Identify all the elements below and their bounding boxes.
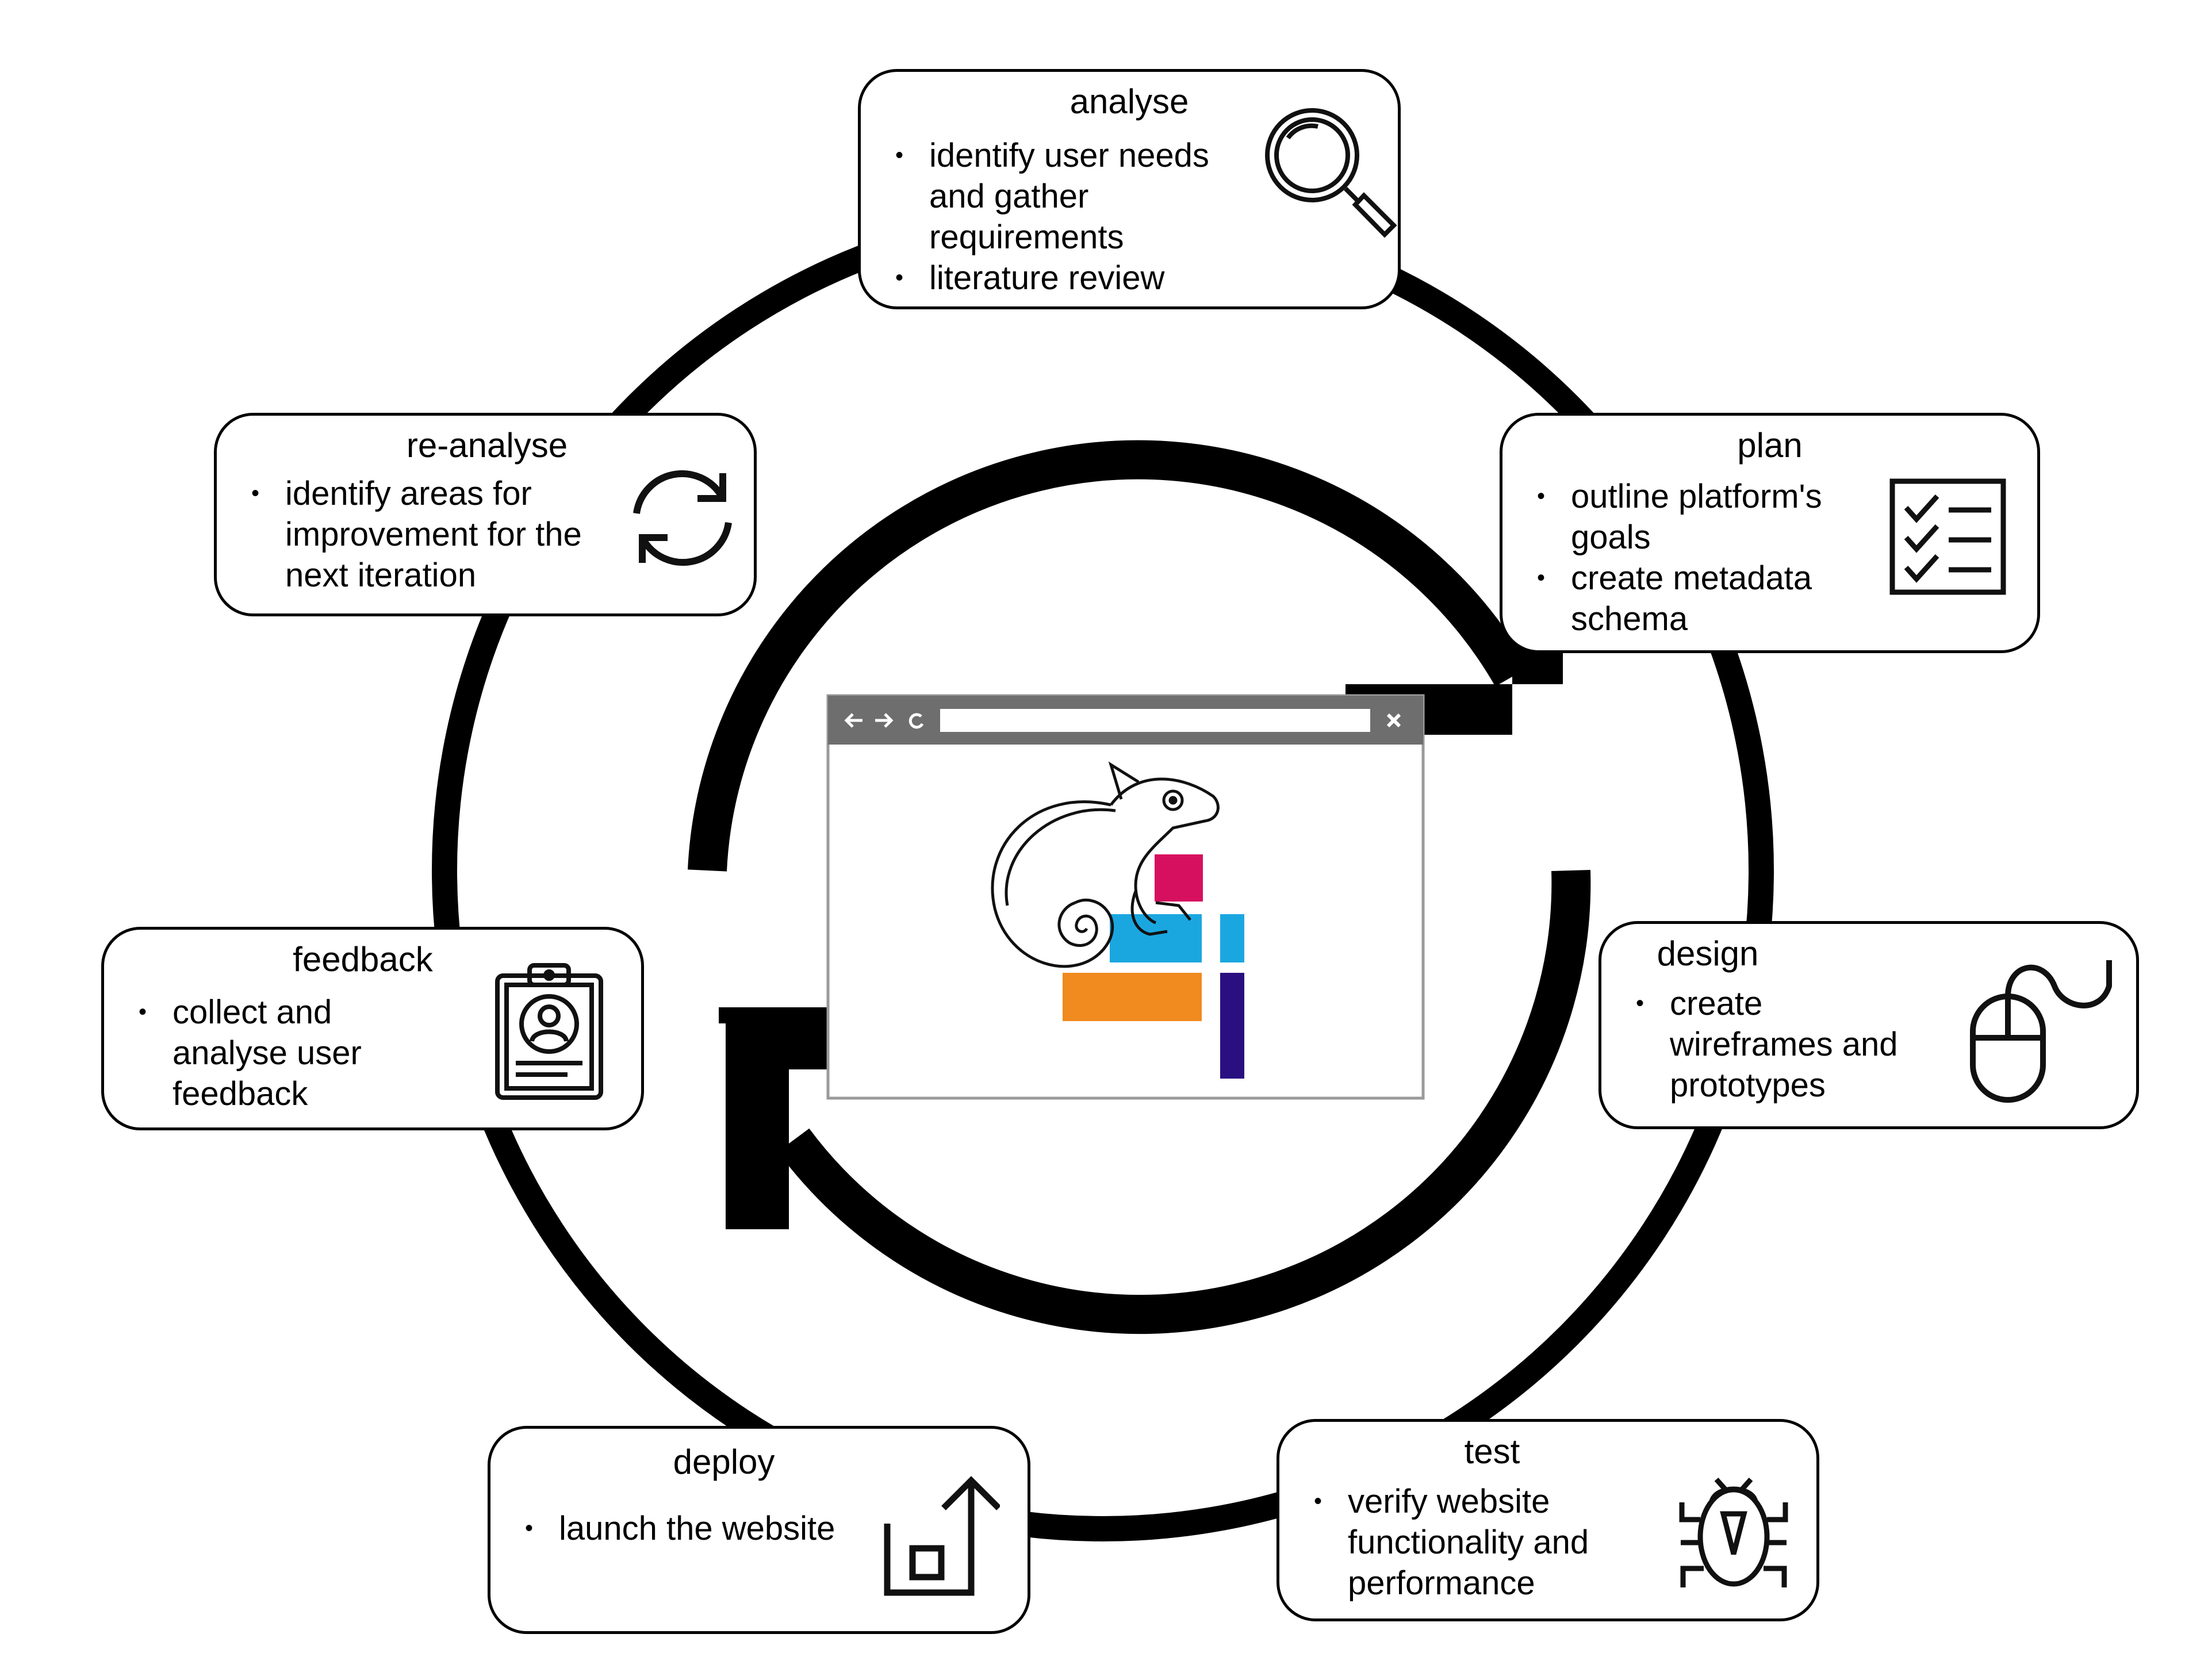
stage-items: collect and analyse user feedback	[133, 992, 432, 1114]
stage-card-design: design create wireframes and prototypes	[1598, 921, 2139, 1129]
upload-box-icon	[879, 1469, 1000, 1601]
stage-title: design	[1657, 934, 1759, 973]
stage-title: re-analyse	[406, 426, 568, 465]
stage-title: analyse	[1070, 82, 1189, 121]
chameleon-logo	[991, 761, 1244, 1079]
reload-icon	[908, 713, 924, 729]
stage-items: create wireframes and prototypes	[1630, 983, 1929, 1106]
address-bar	[940, 709, 1370, 732]
stage-card-plan: plan outline platform's goals create met…	[1500, 413, 2040, 653]
logo-block-purple	[1220, 973, 1244, 1079]
stage-items: verify website functionality and perform…	[1308, 1481, 1642, 1604]
clipboard-user-icon	[493, 960, 608, 1103]
stage-item: launch the website	[519, 1508, 876, 1549]
stage-items: identify areas for improvement for the n…	[246, 473, 614, 596]
stage-item: verify website functionality and perform…	[1308, 1481, 1642, 1604]
chameleon-outline	[991, 761, 1220, 968]
stage-items: identify user needs and gather requireme…	[890, 135, 1258, 298]
stage-card-re-analyse: re-analyse identify areas for improvemen…	[214, 413, 757, 616]
stage-items: launch the website	[519, 1508, 876, 1549]
stage-item: create wireframes and prototypes	[1630, 983, 1929, 1106]
stage-card-test: test verify website functionality and pe…	[1276, 1419, 1819, 1621]
cycle-arrow-bottom-head	[726, 1007, 841, 1229]
refresh-icon	[625, 461, 740, 576]
bug-icon	[1676, 1456, 1791, 1594]
logo-block-blue-small	[1220, 914, 1244, 962]
magnifier-icon	[1260, 103, 1398, 253]
stage-title: feedback	[293, 940, 433, 979]
stage-item: identify user needs and gather requireme…	[890, 135, 1258, 258]
forward-arrow-icon	[875, 713, 894, 728]
cycle-arrow-bottom	[777, 870, 1591, 1334]
stage-title: test	[1464, 1432, 1520, 1471]
stage-card-feedback: feedback collect and analyse user feedba…	[101, 927, 644, 1130]
close-icon	[1386, 713, 1401, 728]
stage-item: outline platform's goals	[1531, 476, 1876, 558]
stage-items: outline platform's goals create metadata…	[1531, 476, 1876, 639]
stage-card-deploy: deploy launch the website	[488, 1426, 1030, 1634]
stage-item: create metadata schema	[1531, 558, 1876, 639]
mouse-icon	[1968, 952, 2123, 1107]
stage-item: literature review	[890, 258, 1258, 298]
cycle-arrow-top	[688, 440, 1529, 872]
logo-block-orange	[1063, 973, 1202, 1021]
logo-block-magenta	[1155, 854, 1203, 902]
stage-title: plan	[1737, 426, 1803, 465]
browser-window	[826, 694, 1425, 1100]
stage-card-analyse: analyse identify user needs and gather r…	[858, 69, 1401, 309]
stage-item: collect and analyse user feedback	[133, 992, 432, 1114]
stage-title: deploy	[673, 1443, 775, 1481]
checklist-icon	[1889, 478, 2007, 596]
back-arrow-icon	[844, 713, 862, 728]
stage-item: identify areas for improvement for the n…	[246, 473, 614, 596]
